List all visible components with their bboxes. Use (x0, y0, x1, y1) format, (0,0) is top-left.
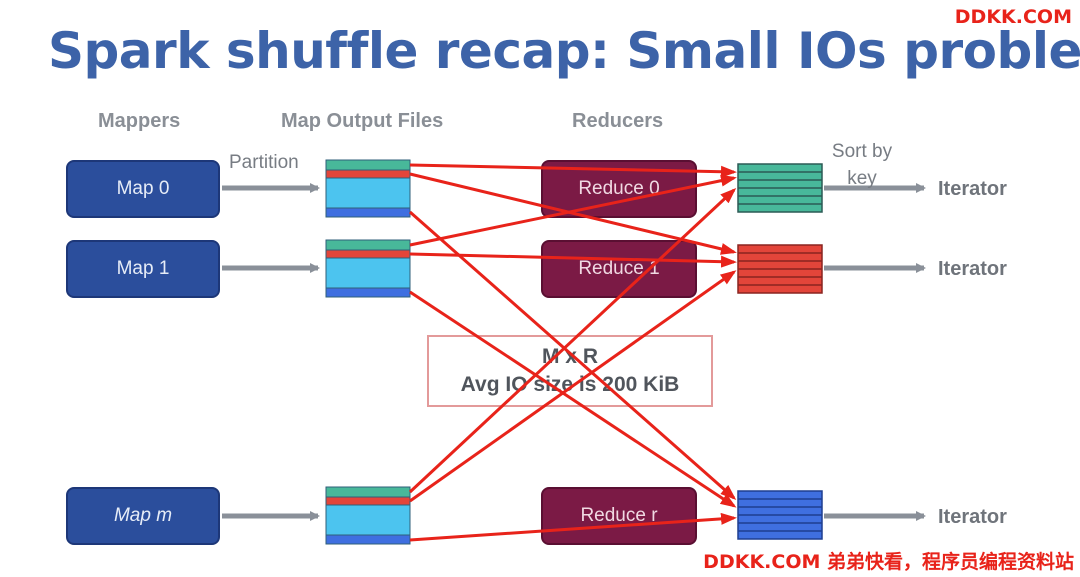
iterator-label-r: Iterator (938, 506, 1007, 528)
sort-by-key-label: Sort by key (831, 141, 893, 189)
reducer-reduce-0: Reduce 0 (541, 160, 697, 218)
iterator-label-0: Iterator (938, 178, 1007, 200)
reducer-reduce-1: Reduce 1 (541, 240, 697, 298)
info-line-2: Avg IO size is 200 KiB (460, 373, 680, 396)
info-box: M x R Avg IO size is 200 KiB (427, 335, 713, 407)
watermark-bottom: DDKK.COM 弟弟快看，程序员编程资料站 (703, 551, 1074, 573)
iterator-label-1: Iterator (938, 258, 1007, 280)
header-map-output-files: Map Output Files (281, 110, 444, 132)
page-title: Spark shuffle recap: Small IOs problem (48, 22, 1080, 80)
reducer-buffer-0 (737, 163, 823, 213)
reducer-buffer-1 (737, 244, 823, 294)
header-mappers: Mappers (98, 110, 181, 132)
partition-label: Partition (229, 152, 299, 173)
map-output-file-1 (325, 239, 411, 298)
reducer-buffer-r (737, 490, 823, 540)
mapper-map-m: Map m (66, 487, 220, 545)
map-output-file-m (325, 486, 411, 545)
watermark-top: DDKK.COM (954, 6, 1072, 28)
header-reducers: Reducers (572, 110, 664, 132)
mapper-map-0: Map 0 (66, 160, 220, 218)
mapper-map-1: Map 1 (66, 240, 220, 298)
reducer-reduce-r: Reduce r (541, 487, 697, 545)
info-line-1: M x R (541, 345, 598, 368)
map-output-file-0 (325, 159, 411, 218)
